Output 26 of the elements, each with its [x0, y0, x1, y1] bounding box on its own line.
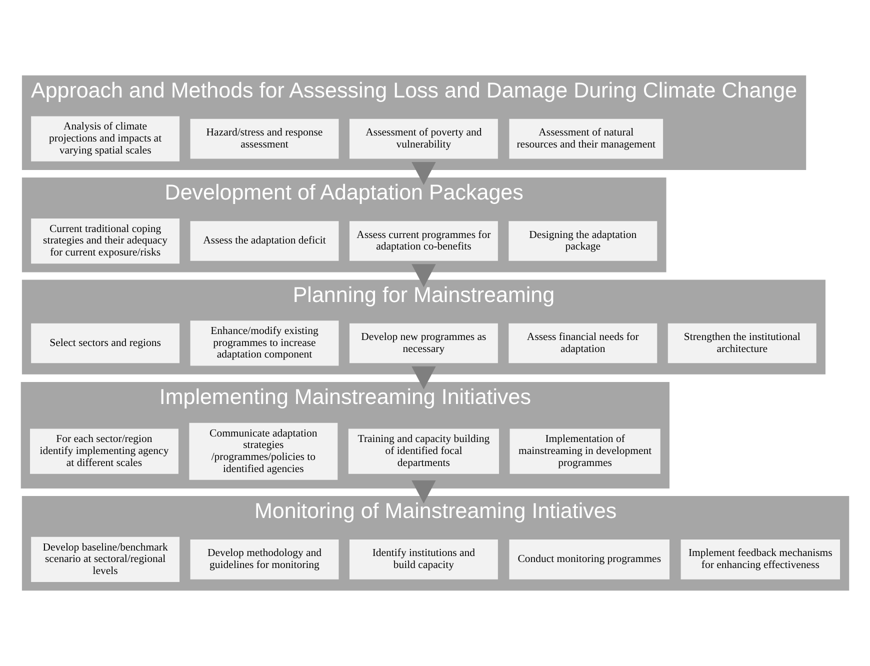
- node-box: Develop new programmes as necessary: [349, 323, 498, 364]
- node-box: Assess the adaptation deficit: [190, 221, 339, 261]
- arrow: [412, 366, 436, 390]
- node-box: Analysis of climate projections and impacts at varying spatial scales: [31, 116, 180, 162]
- node-box: Conduct monitoring programmes: [509, 540, 670, 580]
- node-box: Develop methodology and guidelines for monitoring: [190, 540, 339, 580]
- arrow: [412, 480, 436, 504]
- node-box: Training and capacity building of identified focal departments: [348, 428, 499, 474]
- node-box: Implementation of mainstreaming in development programmes: [510, 428, 660, 474]
- node-box: Current traditional coping strategies and their adequacy for current exposure/risks: [31, 218, 180, 264]
- node-box: Enhance/modify existing programmes to increase adaptation component: [190, 320, 339, 366]
- node-box: Implement feedback mechanisms for enhancing effectiveness: [680, 540, 840, 580]
- arrow: [412, 264, 436, 288]
- node-box: Assessment of poverty and vulnerability: [349, 118, 498, 159]
- node-box: For each sector/region identify implementing agency at different scales: [30, 428, 178, 474]
- node-box: Hazard/stress and response assessment: [190, 118, 339, 159]
- node-box: Assess financial needs for adaptation: [508, 323, 658, 364]
- node-box: Communicate adaptation strategies /programmes/policies to identified agencies: [189, 422, 338, 480]
- node-box: Select sectors and regions: [31, 323, 180, 364]
- arrow: [412, 162, 436, 186]
- node-box: Assessment of natural resources and their management: [509, 118, 664, 159]
- node-box: Identify institutions and build capacity: [349, 540, 498, 580]
- node-box: Strengthen the institutional architecture: [668, 323, 816, 364]
- node-box: Designing the adaptation package: [508, 221, 658, 261]
- node-box: Assess current programmes for adaptation co-benefits: [349, 221, 498, 261]
- node-box: Develop baseline/benchmark scenario at sectoral/regional levels: [31, 536, 180, 582]
